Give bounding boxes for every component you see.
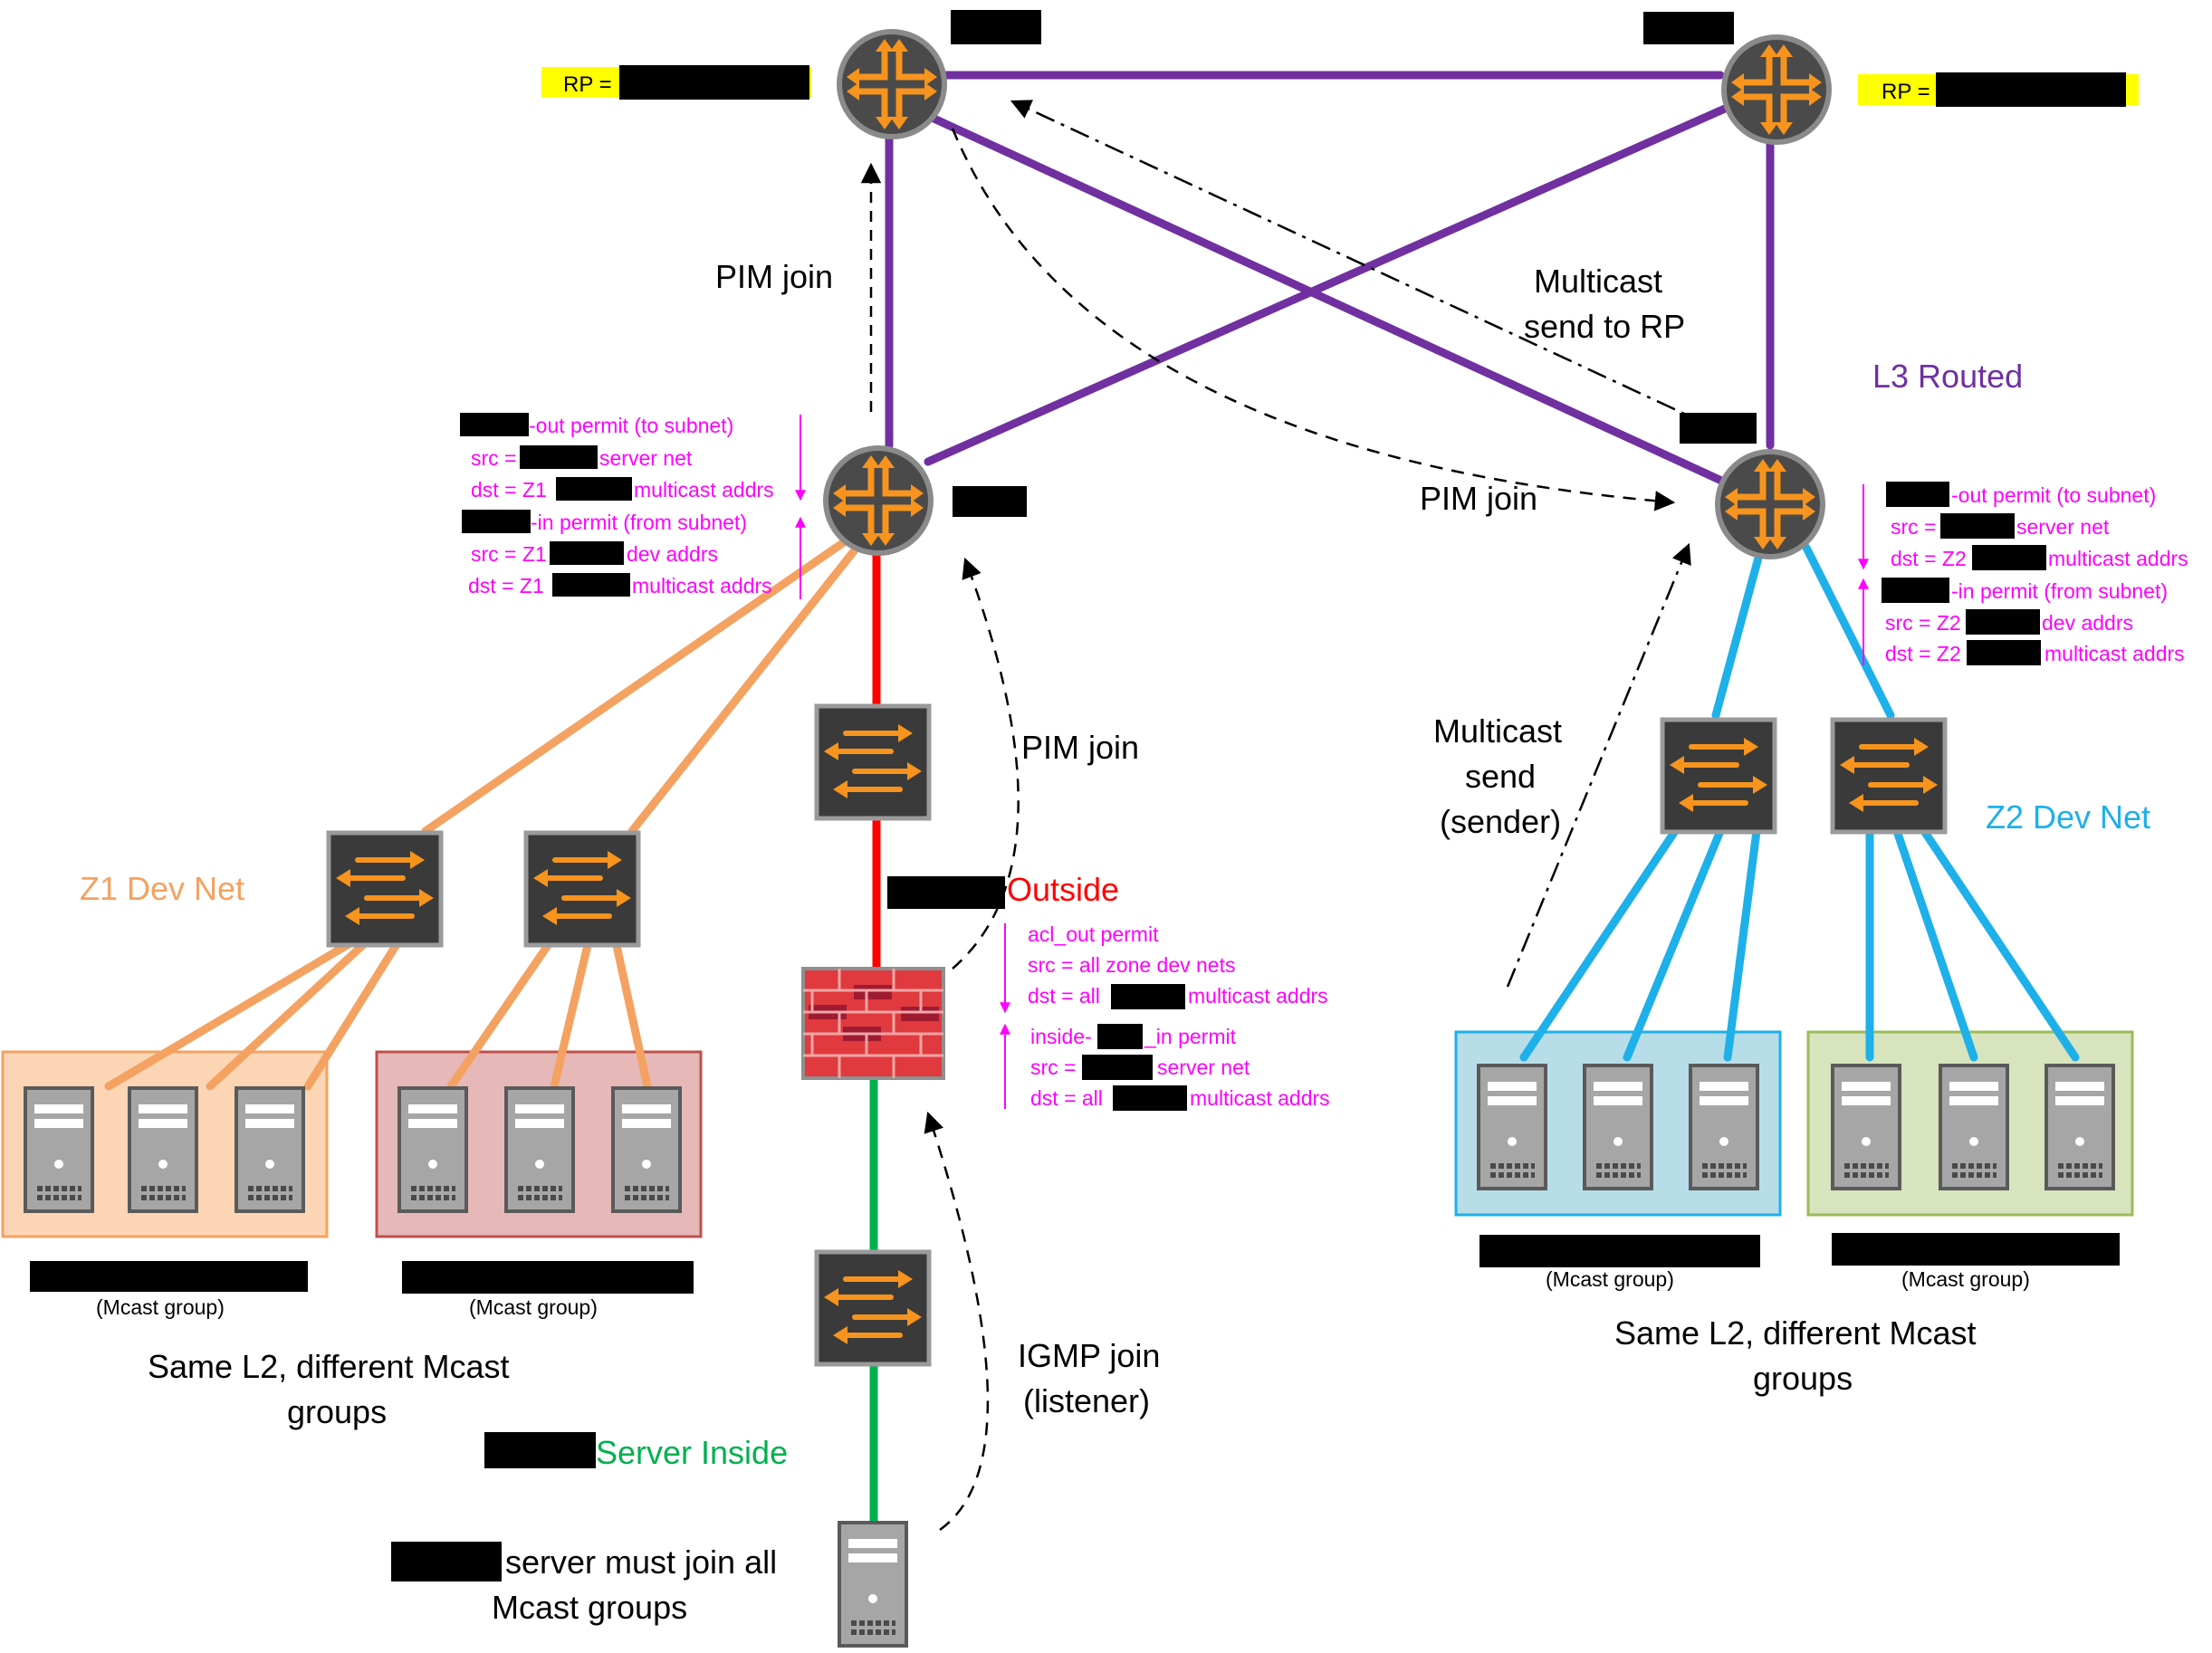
acl-src: src = bbox=[1030, 1056, 1076, 1079]
pim-join-top-label: PIM join bbox=[715, 258, 833, 295]
l3-routed-links bbox=[885, 71, 1775, 489]
server-icon bbox=[24, 1086, 94, 1213]
acl-dst-tail: multicast addrs bbox=[1190, 1086, 1330, 1110]
acl-out-permit: -out permit (to subnet) bbox=[1951, 483, 2156, 507]
acl-dst: dst = Z1 bbox=[471, 478, 547, 502]
router-icon bbox=[1718, 452, 1823, 557]
acl-dst: dst = all bbox=[1028, 984, 1100, 1008]
acl-in-permit: -in permit (from subnet) bbox=[531, 511, 747, 534]
acl-out-permit: -out permit (to subnet) bbox=[529, 414, 733, 437]
redacted-blocks bbox=[30, 10, 2120, 1581]
multicast-send-label-3: (sender) bbox=[1440, 803, 1561, 840]
acl-src-tail: dev addrs bbox=[627, 542, 718, 566]
multicast-send-label-2: send bbox=[1465, 758, 1536, 795]
z1-dev-net-label: Z1 Dev Net bbox=[80, 870, 244, 907]
igmp-join-label-2: (listener) bbox=[1023, 1382, 1150, 1419]
l3-routed-label: L3 Routed bbox=[1872, 358, 2023, 395]
acl-inside: inside- bbox=[1030, 1025, 1092, 1048]
router-icon bbox=[826, 448, 931, 553]
multicast-send-to-rp-label-2: send to RP bbox=[1524, 308, 1685, 345]
z2-dev-net-label: Z2 Dev Net bbox=[1986, 798, 2150, 836]
acl-dst-tail: multicast addrs bbox=[2044, 642, 2185, 665]
outside-label: Outside bbox=[1007, 871, 1119, 908]
rp-left-label: RP = bbox=[563, 72, 612, 97]
server-icon bbox=[235, 1086, 305, 1213]
switch-icon bbox=[329, 833, 441, 945]
acl-src: src = bbox=[1891, 515, 1936, 539]
rp-right-redaction bbox=[1936, 72, 2126, 107]
pim-join-right-label: PIM join bbox=[1420, 480, 1537, 517]
server-inside-label: Server Inside bbox=[596, 1434, 788, 1471]
acl-src-tail: dev addrs bbox=[2042, 611, 2133, 635]
acl-src: src = all zone dev nets bbox=[1028, 953, 1235, 977]
pim-join-firewall-arrow bbox=[952, 557, 1020, 970]
router-icon bbox=[839, 32, 944, 137]
server-must-join-label-2: Mcast groups bbox=[492, 1589, 687, 1626]
server-icon bbox=[1689, 1064, 1759, 1190]
acl-out-permit: acl_out permit bbox=[1028, 922, 1159, 946]
same-l2-left-label-1: Same L2, different Mcast bbox=[148, 1348, 510, 1385]
igmp-join-arrow bbox=[924, 1111, 990, 1532]
acl-dst-tail: multicast addrs bbox=[2048, 547, 2188, 570]
same-l2-right-label-2: groups bbox=[1753, 1360, 1853, 1397]
server-icon bbox=[1477, 1064, 1547, 1190]
switch-icon bbox=[817, 1252, 929, 1364]
switch-icon bbox=[1833, 720, 1945, 832]
mcast-group-caption: (Mcast group) bbox=[96, 1295, 225, 1319]
multicast-send-label-1: Multicast bbox=[1433, 712, 1562, 750]
server-icon bbox=[838, 1521, 908, 1648]
server-icon bbox=[1831, 1064, 1901, 1190]
igmp-join-label-1: IGMP join bbox=[1018, 1337, 1160, 1374]
server-icon bbox=[504, 1086, 575, 1213]
rp-right-label: RP = bbox=[1882, 80, 1930, 104]
acl-src-tail: server net bbox=[1157, 1056, 1250, 1079]
server-icon bbox=[1583, 1064, 1653, 1190]
acl-inside-tail: _in permit bbox=[1144, 1025, 1237, 1048]
switch-icon bbox=[526, 833, 638, 945]
same-l2-right-label-1: Same L2, different Mcast bbox=[1614, 1314, 1977, 1352]
z1-links bbox=[104, 530, 865, 1091]
multicast-send-arrow bbox=[1506, 542, 1691, 988]
server-icon bbox=[611, 1086, 682, 1213]
acl-dst: dst = all bbox=[1030, 1086, 1103, 1110]
server-icon bbox=[2044, 1064, 2115, 1190]
server-icon bbox=[128, 1086, 198, 1213]
router-icon bbox=[1724, 37, 1829, 142]
mcast-group-caption: (Mcast group) bbox=[1901, 1267, 2030, 1291]
switch-icon bbox=[1662, 720, 1775, 832]
rp-left-redaction bbox=[619, 65, 809, 100]
acl-src: src = Z2 bbox=[1885, 611, 1961, 635]
acl-src-tail: server net bbox=[2016, 515, 2110, 539]
acl-firewall: acl_out permit src = all zone dev nets d… bbox=[1028, 922, 1330, 1110]
firewall-icon bbox=[801, 967, 945, 1080]
acl-dst-tail: multicast addrs bbox=[632, 574, 772, 597]
multicast-send-to-rp-label-1: Multicast bbox=[1534, 263, 1662, 300]
signal-arrows bbox=[860, 100, 1710, 1532]
acl-dst-tail: multicast addrs bbox=[634, 478, 774, 502]
server-icon bbox=[397, 1086, 468, 1213]
z2-links bbox=[1519, 543, 2080, 1062]
acl-dst: dst = Z1 bbox=[468, 574, 544, 597]
acl-src: src = Z1 bbox=[471, 542, 547, 566]
acl-dst: dst = Z2 bbox=[1885, 642, 1961, 665]
acl-src: src = bbox=[471, 446, 516, 470]
acl-right: -out permit (to subnet) src = server net… bbox=[1885, 483, 2188, 665]
acl-dst: dst = Z2 bbox=[1891, 547, 1967, 570]
mcast-group-caption: (Mcast group) bbox=[1546, 1267, 1674, 1291]
switch-icon bbox=[817, 706, 929, 818]
multicast-send-to-rp-arrow bbox=[1010, 100, 1710, 427]
server-icon bbox=[1939, 1064, 2009, 1190]
acl-dst-tail: multicast addrs bbox=[1188, 984, 1328, 1008]
mcast-group-caption: (Mcast group) bbox=[469, 1295, 598, 1319]
same-l2-left-label-2: groups bbox=[287, 1393, 387, 1430]
pim-join-mid-label: PIM join bbox=[1021, 729, 1139, 766]
server-must-join-label-1: server must join all bbox=[505, 1543, 777, 1581]
acl-in-permit: -in permit (from subnet) bbox=[1951, 579, 2168, 603]
acl-src-tail: server net bbox=[599, 446, 693, 470]
acl-left: -out permit (to subnet) src = server net… bbox=[468, 414, 774, 597]
